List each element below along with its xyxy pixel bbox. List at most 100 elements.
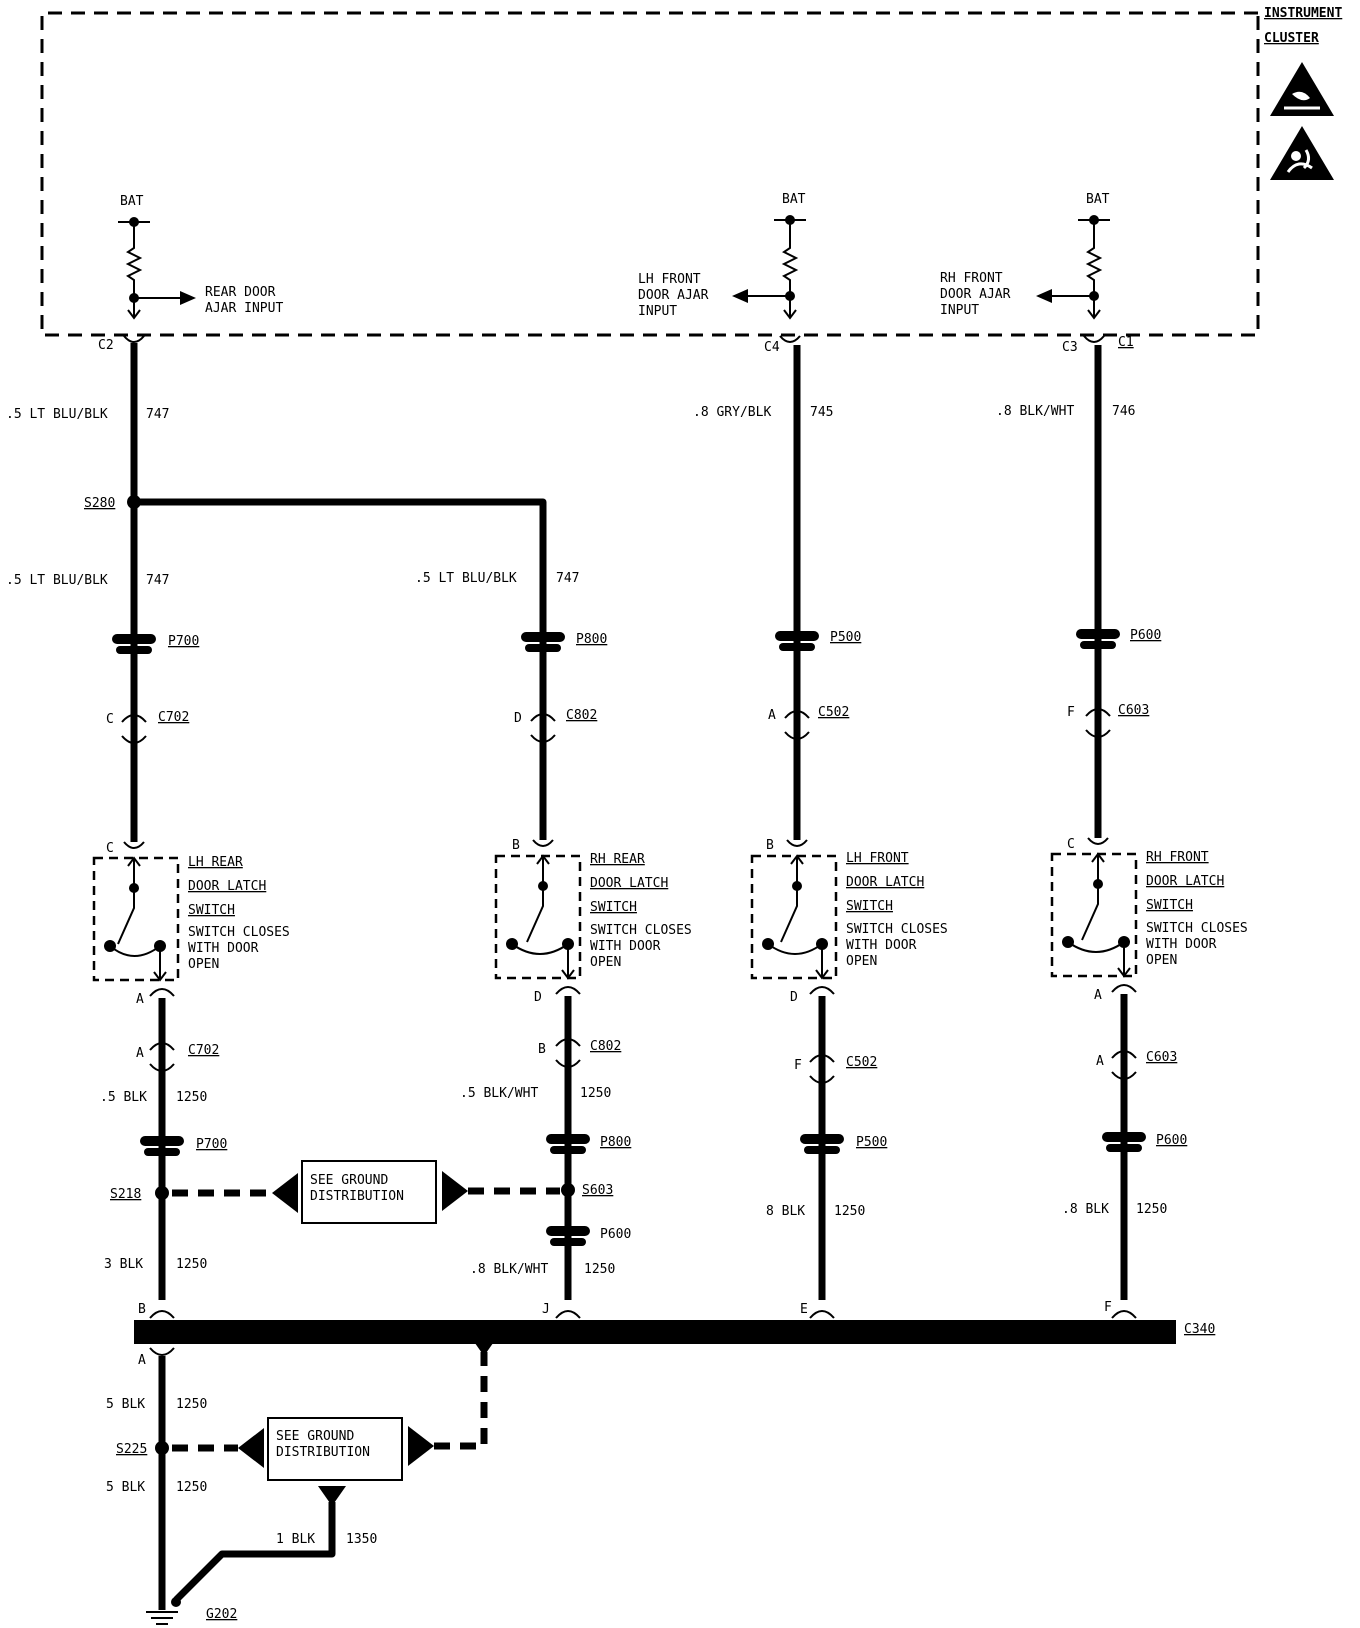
rh-front-door-latch-switch <box>1050 837 1138 993</box>
rh-rear-door-latch-switch <box>494 839 582 995</box>
wire-color-747-a: .5 LT BLU/BLK <box>6 407 108 422</box>
ground-distribution-ref-lower[interactable] <box>267 1417 403 1481</box>
c502-upper-label: C502 <box>818 705 849 720</box>
splice-s218-label: S218 <box>110 1187 141 1202</box>
circuit-745: 745 <box>810 405 833 420</box>
switch-3-note-3: OPEN <box>846 954 877 969</box>
passthrough-p600-lower <box>1102 1132 1146 1152</box>
ground-g202-symbol <box>146 1597 181 1625</box>
c340-label: C340 <box>1184 1322 1215 1337</box>
lh-front-door-latch-switch <box>750 839 838 995</box>
circuit-g3: 1250 <box>176 1257 207 1272</box>
pin-c702-upper: C <box>106 712 114 727</box>
connector-c340-bar <box>134 1320 1176 1344</box>
switch-3-name-2: DOOR LATCH <box>846 875 924 890</box>
passthrough-p700-upper <box>112 634 156 654</box>
switch-2-name-3: SWITCH <box>590 900 637 915</box>
switch-3-note-2: WITH DOOR <box>846 938 917 953</box>
circuit-g8: 1250 <box>176 1480 207 1495</box>
circuit-747-a: 747 <box>146 407 169 422</box>
circuit-g2: 1250 <box>580 1086 611 1101</box>
ground-ref-upper-2: DISTRIBUTION <box>310 1189 404 1204</box>
bat-supply-lh-front: BAT <box>732 192 806 320</box>
p800-lower-label: P800 <box>600 1135 631 1150</box>
c802-upper-label: C802 <box>566 708 597 723</box>
lh-front-switch-pin-bottom: D <box>790 990 798 1005</box>
lh-front-door-ajar-input-3: INPUT <box>638 304 677 319</box>
circuit-g1: 1250 <box>176 1090 207 1105</box>
lh-rear-switch-pin-bottom: A <box>136 992 144 1007</box>
bat-label-rh-front: BAT <box>1086 192 1110 207</box>
wire-color-g8: 5 BLK <box>106 1480 145 1495</box>
wire-color-g9: 1 BLK <box>276 1532 315 1547</box>
bat-label-rear: BAT <box>120 194 144 209</box>
splice-s218 <box>155 1186 169 1200</box>
circuit-g4: 1250 <box>584 1262 615 1277</box>
connector-c2: C2 <box>98 338 114 353</box>
circuit-g6: 1250 <box>1136 1202 1167 1217</box>
switch-1-note-1: SWITCH CLOSES <box>188 925 290 940</box>
pin-c502-upper: A <box>768 708 776 723</box>
bat-supply-rear: BAT <box>118 194 196 320</box>
c603-upper-label: C603 <box>1118 703 1149 718</box>
wire-color-g2: .5 BLK/WHT <box>460 1086 538 1101</box>
pin-c802-lower: B <box>538 1042 546 1057</box>
c340-pin-b: B <box>138 1302 146 1317</box>
passthrough-p800-lower <box>546 1134 590 1154</box>
p500-upper-label: P500 <box>830 630 861 645</box>
switch-4-name-2: DOOR LATCH <box>1146 874 1224 889</box>
ground-ref-lower-2: DISTRIBUTION <box>276 1445 370 1460</box>
ground-ref-lower-1: SEE GROUND <box>276 1429 354 1444</box>
switch-2-name-2: DOOR LATCH <box>590 876 668 891</box>
c802-lower-label: C802 <box>590 1039 621 1054</box>
passthrough-p500-lower <box>800 1134 844 1154</box>
circuit-g7: 1250 <box>176 1397 207 1412</box>
wire-color-g7: 5 BLK <box>106 1397 145 1412</box>
p700-lower-label: P700 <box>196 1137 227 1152</box>
circuit-747-b: 747 <box>146 573 169 588</box>
wire-color-g4: .8 BLK/WHT <box>470 1262 548 1277</box>
switch-1-name-3: SWITCH <box>188 903 235 918</box>
switch-4-note-2: WITH DOOR <box>1146 937 1217 952</box>
splice-s603 <box>561 1183 575 1197</box>
wire-1350 <box>173 1502 336 1603</box>
wire-color-746: .8 BLK/WHT <box>996 404 1074 419</box>
rh-rear-switch-pin-top: B <box>512 838 520 853</box>
switch-3-name-3: SWITCH <box>846 899 893 914</box>
rear-door-ajar-input-1: REAR DOOR <box>205 285 276 300</box>
lh-front-door-ajar-input-1: LH FRONT <box>638 272 701 287</box>
p600-s603-label: P600 <box>600 1227 631 1242</box>
wire-color-745: .8 GRY/BLK <box>693 405 771 420</box>
lh-rear-switch-pin-top: C <box>106 841 114 856</box>
pin-c502-lower: F <box>794 1058 802 1073</box>
c702-lower-label: C702 <box>188 1043 219 1058</box>
splice-s225-label: S225 <box>116 1442 147 1457</box>
rh-rear-switch-pin-bottom: D <box>534 990 542 1005</box>
splice-s280-label: S280 <box>84 496 115 511</box>
switch-4-name-3: SWITCH <box>1146 898 1193 913</box>
rear-door-ajar-input-2: AJAR INPUT <box>205 301 283 316</box>
instrument-cluster-outline <box>40 11 1260 337</box>
instrument-cluster-title-2: CLUSTER <box>1264 31 1319 46</box>
pin-c702-lower: A <box>136 1046 144 1061</box>
c502-lower-label: C502 <box>846 1055 877 1070</box>
wire-color-g6: .8 BLK <box>1062 1202 1109 1217</box>
circuit-746: 746 <box>1112 404 1135 419</box>
rh-front-switch-pin-bottom: A <box>1094 988 1102 1003</box>
c340-pin-a: A <box>138 1353 146 1368</box>
passthrough-p500-upper <box>775 631 819 651</box>
esd-sensitive-warning-icon <box>1270 62 1334 116</box>
ground-distribution-ref-upper[interactable] <box>301 1160 437 1224</box>
passthrough-p600-upper <box>1076 629 1120 649</box>
switch-2-name-1: RH REAR <box>590 852 645 867</box>
passthrough-p800-upper <box>521 632 565 652</box>
switch-2-note-3: OPEN <box>590 955 621 970</box>
p600-upper-label: P600 <box>1130 628 1161 643</box>
p800-upper-label: P800 <box>576 632 607 647</box>
wire-color-g3: 3 BLK <box>104 1257 143 1272</box>
wire-color-747-b: .5 LT BLU/BLK <box>6 573 108 588</box>
pin-c802-upper: D <box>514 711 522 726</box>
ground-ref-upper-1: SEE GROUND <box>310 1173 388 1188</box>
c340-pin-f: F <box>1104 1300 1112 1315</box>
